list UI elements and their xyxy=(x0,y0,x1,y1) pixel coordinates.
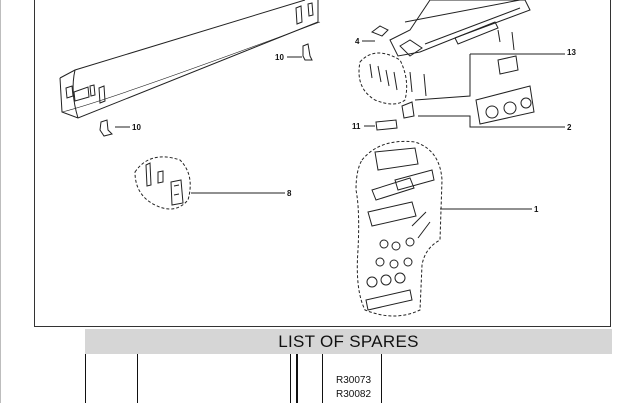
coupling-group xyxy=(358,52,427,105)
callout-2: 2 xyxy=(567,123,572,132)
page-margin-rule xyxy=(0,0,1,403)
table-divider xyxy=(137,354,138,403)
table-divider xyxy=(85,354,86,403)
part-8-group xyxy=(134,156,191,210)
part-1-group xyxy=(355,140,443,317)
table-divider xyxy=(381,354,382,403)
exploded-diagram-frame xyxy=(34,0,611,327)
callout-10-upper: 10 xyxy=(275,53,284,62)
callout-1: 1 xyxy=(534,205,539,214)
chassis xyxy=(370,0,531,57)
callout-10-lower: 10 xyxy=(132,123,141,132)
part-number: R30082 xyxy=(336,389,372,400)
list-of-spares-heading: LIST OF SPARES xyxy=(85,329,612,354)
exploded-parts-diagram: 1 2 4 8 10 10 11 13 xyxy=(59,0,576,317)
part-number: R30073 xyxy=(336,375,372,386)
part-10-lower xyxy=(99,119,113,137)
callout-8: 8 xyxy=(287,189,292,198)
callout-4: 4 xyxy=(355,37,360,46)
table-divider xyxy=(296,354,298,403)
callout-11: 11 xyxy=(352,122,361,131)
table-divider xyxy=(322,354,323,403)
part-11 xyxy=(375,119,398,131)
part-10-upper xyxy=(302,43,313,61)
body-shell xyxy=(59,0,321,119)
table-divider xyxy=(290,354,291,403)
spares-table xyxy=(85,354,612,403)
bogie-13 xyxy=(475,55,535,125)
callout-13: 13 xyxy=(567,48,576,57)
